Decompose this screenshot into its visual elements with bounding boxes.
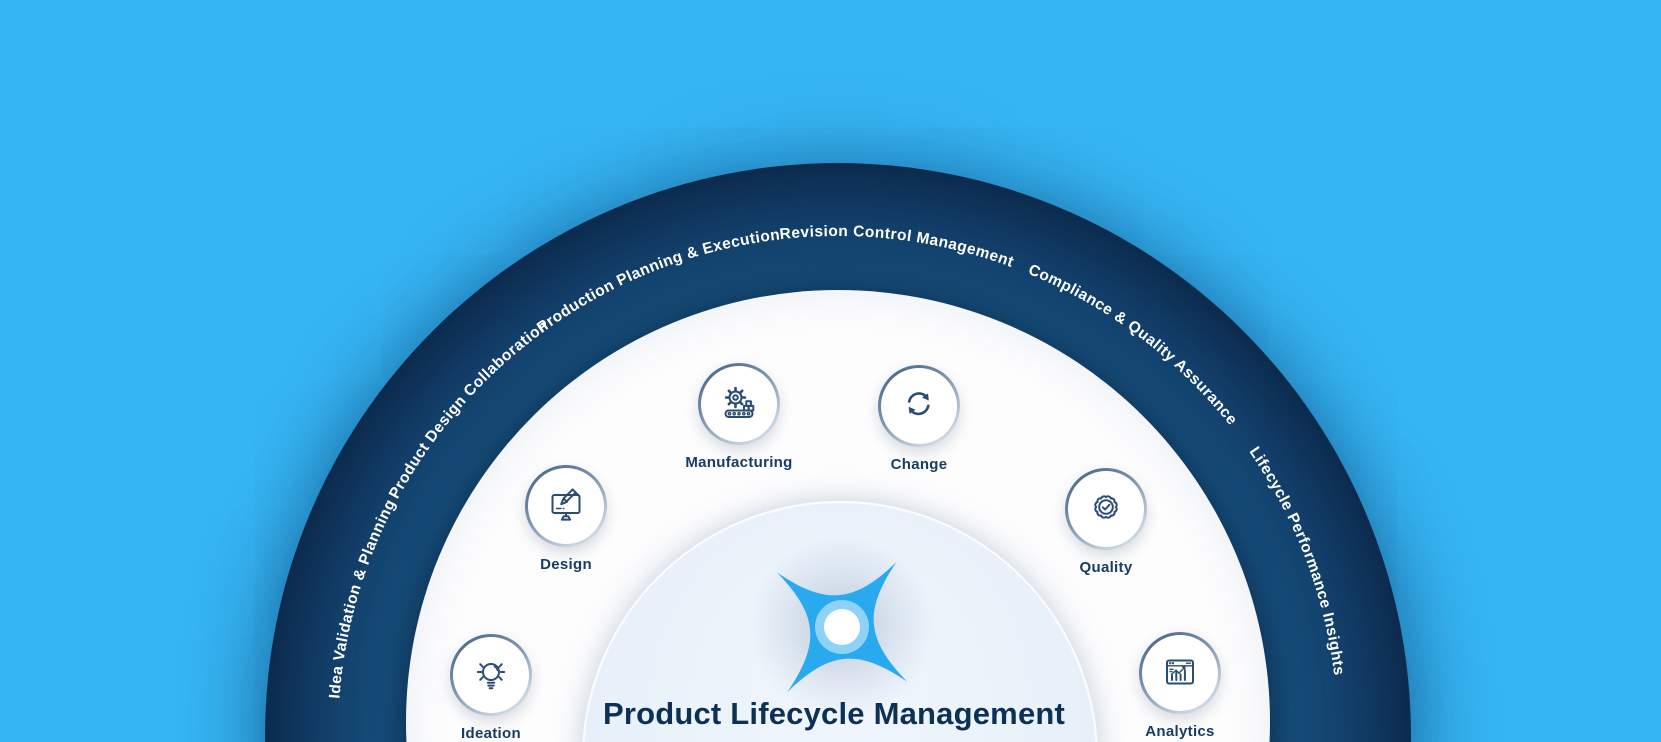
stage-circle-change bbox=[878, 365, 960, 447]
stage-label-analytics: Analytics bbox=[1145, 723, 1215, 740]
stage-design: Design bbox=[496, 465, 636, 573]
stage-label-manufacturing: Manufacturing bbox=[685, 454, 793, 471]
gear-conveyor-icon bbox=[724, 386, 755, 418]
ring-label-production-planning: Production Planning & Execution bbox=[534, 226, 781, 336]
stage-circle-quality bbox=[1065, 468, 1147, 550]
ring-label-revision-control: Revision Control Management bbox=[779, 223, 1016, 271]
stage-ideation: Ideation bbox=[421, 634, 561, 742]
ring-label-lifecycle-insights: Lifecycle Performance Insights bbox=[1246, 444, 1348, 677]
monitor-paintbrush-icon bbox=[551, 488, 581, 521]
four-point-spark-icon bbox=[750, 535, 934, 719]
stage-quality: Quality bbox=[1036, 468, 1176, 576]
stage-manufacturing: Manufacturing bbox=[669, 363, 809, 471]
sync-arrows-icon bbox=[907, 392, 930, 416]
page-title: Product Lifecycle Management bbox=[602, 696, 1066, 731]
ring-label-compliance-quality: Compliance & Quality Assurance bbox=[1026, 261, 1241, 428]
stage-circle-ideation bbox=[450, 634, 532, 716]
stage-circle-analytics bbox=[1139, 632, 1221, 714]
stage-label-quality: Quality bbox=[1079, 559, 1133, 576]
stage-circle-manufacturing bbox=[698, 363, 780, 445]
lightbulb-icon bbox=[476, 663, 506, 690]
stage-circle-design bbox=[525, 465, 607, 547]
ring-label-idea-validation: Idea Validation & Planning bbox=[326, 497, 399, 700]
stage-label-ideation: Ideation bbox=[461, 725, 521, 742]
analytics-chart-icon bbox=[1166, 659, 1194, 685]
stage-analytics: Analytics bbox=[1110, 632, 1250, 740]
stage-label-design: Design bbox=[540, 556, 592, 573]
quality-badge-icon bbox=[1094, 495, 1118, 519]
stage-label-change: Change bbox=[890, 456, 948, 473]
stage-change: Change bbox=[849, 365, 989, 473]
